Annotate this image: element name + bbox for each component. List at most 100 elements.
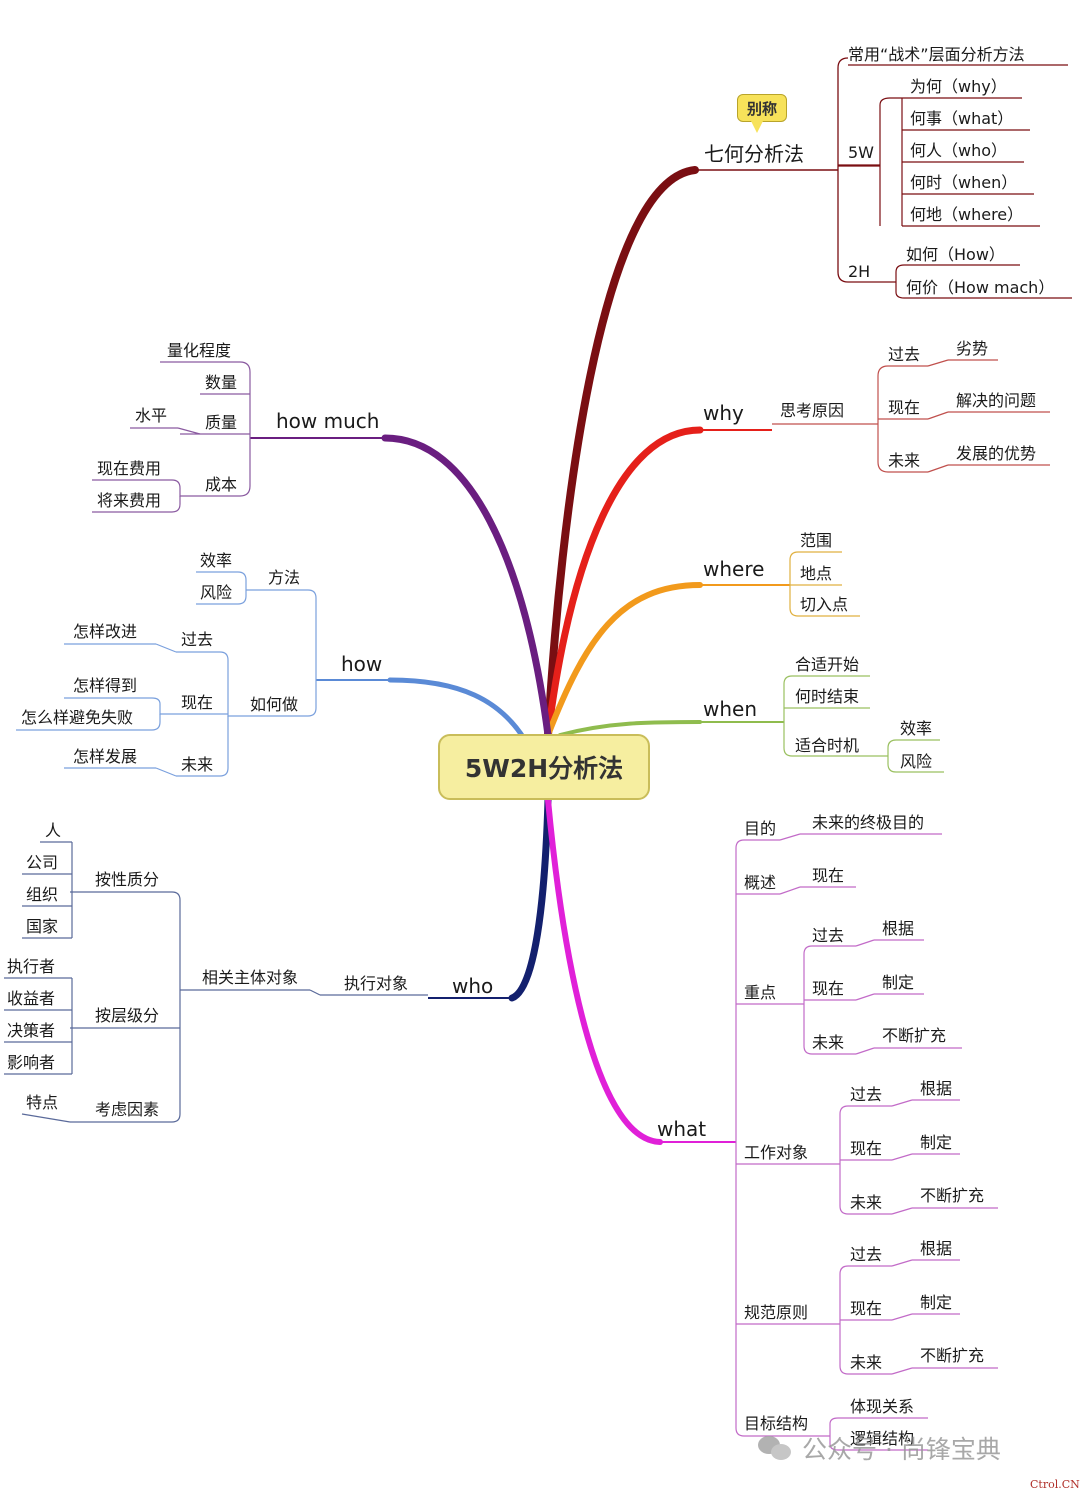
what-work-past: 过去 — [850, 1085, 882, 1104]
branch-why — [544, 426, 704, 739]
who-level-beneficiary: 收益者 — [7, 989, 55, 1008]
what-focus-past: 过去 — [812, 926, 844, 945]
why-group: why 思考原因 过去 现在 未来 劣势 解决的问题 发展的优势 — [700, 339, 1050, 473]
what-norm-past: 过去 — [850, 1245, 882, 1264]
where-group: where 范围 地点 切入点 — [700, 531, 860, 617]
fivew-item-where: 何地（where） — [910, 205, 1023, 224]
branch-where — [545, 582, 703, 738]
twoh-item-how: 如何（How） — [906, 245, 1005, 264]
why-sub: 思考原因 — [780, 401, 844, 420]
what-norm-now: 现在 — [850, 1299, 882, 1318]
what-goal: 目的 — [744, 819, 776, 838]
branch-howmuch — [381, 434, 552, 739]
what-norm: 规范原则 — [744, 1303, 808, 1322]
why-detail-now: 解决的问题 — [956, 391, 1036, 410]
who-nature-country: 国家 — [26, 917, 58, 936]
watermark: 公众号 · 尚锋宝典 — [758, 1430, 1001, 1466]
what-focus: 重点 — [744, 983, 776, 1002]
where-item-place: 地点 — [800, 564, 832, 583]
who-sub: 执行对象 — [344, 974, 408, 993]
why-title: why — [703, 401, 744, 425]
branch-what — [545, 797, 663, 1145]
what-work: 工作对象 — [744, 1143, 808, 1162]
how-method-efficiency: 效率 — [200, 551, 232, 570]
who-subsub: 相关主体对象 — [202, 968, 298, 987]
fivew-item-why: 为何（why） — [910, 77, 1007, 96]
fivew-label: 5W — [848, 143, 874, 162]
why-detail-future: 发展的优势 — [956, 444, 1036, 463]
what-norm-future: 未来 — [850, 1353, 882, 1372]
who-nature-person: 人 — [45, 821, 61, 840]
who-level-decider: 决策者 — [7, 1021, 55, 1040]
what-work-future: 未来 — [850, 1193, 882, 1212]
what-focus-basis: 根据 — [882, 919, 914, 938]
why-time-past: 过去 — [888, 345, 920, 364]
alias-callout: 别称 — [737, 94, 787, 122]
where-title: where — [703, 557, 764, 581]
who-nature: 按性质分 — [95, 870, 159, 889]
howmuch-item-quality: 质量 — [205, 413, 237, 432]
fivew-item-who: 何人（who） — [910, 141, 1007, 160]
where-item-entry: 切入点 — [800, 595, 848, 614]
who-factor: 考虑因素 — [95, 1100, 159, 1119]
who-level-influencer: 影响者 — [7, 1053, 55, 1072]
seven-title: 七何分析法 — [704, 142, 804, 166]
what-focus-expand: 不断扩充 — [882, 1026, 946, 1045]
howmuch-item-quantify: 量化程度 — [167, 341, 231, 360]
when-timing-risk: 风险 — [900, 752, 932, 771]
branch-who — [508, 796, 552, 1002]
watermark-text: 公众号 · 尚锋宝典 — [802, 1435, 1001, 1464]
who-level: 按层级分 — [95, 1006, 159, 1025]
why-time-future: 未来 — [888, 451, 920, 470]
what-focus-now: 现在 — [812, 979, 844, 998]
where-item-range: 范围 — [800, 531, 832, 550]
when-group: when 合适开始 何时结束 适合时机 效率 风险 — [700, 655, 944, 773]
how-time-past: 过去 — [181, 630, 213, 649]
what-work-basis: 根据 — [920, 1079, 952, 1098]
how-past-improve: 怎样改进 — [73, 622, 137, 641]
howmuch-quality-level: 水平 — [135, 406, 167, 425]
who-nature-company: 公司 — [26, 853, 58, 872]
what-work-expand: 不断扩充 — [920, 1186, 984, 1205]
what-group: what 目的 未来的终极目的 概述 现在 重点 工作对象 规范原则 目标结构 … — [657, 813, 998, 1451]
what-focus-make: 制定 — [882, 973, 914, 992]
how-method: 方法 — [268, 568, 300, 587]
howmuch-cost-now: 现在费用 — [97, 459, 161, 478]
what-overview-sub: 现在 — [812, 866, 844, 885]
how-now-obtain: 怎样得到 — [73, 676, 137, 695]
wechat-icon — [758, 1434, 794, 1462]
how-now-avoid: 怎么样避免失败 — [21, 708, 133, 727]
how-title: how — [341, 652, 382, 676]
howmuch-group: how much 量化程度 数量 质量 成本 水平 现在费用 将来费用 — [92, 341, 385, 513]
when-title: when — [703, 697, 757, 721]
what-structure: 目标结构 — [744, 1414, 808, 1433]
alias-callout-tail — [751, 121, 763, 133]
seven-group: 七何分析法 常用“战术”层面分析方法 5W 为何（why） 何事（what） 何… — [695, 45, 1072, 299]
who-factor-feature: 特点 — [26, 1093, 58, 1112]
howmuch-cost-future: 将来费用 — [97, 491, 161, 510]
when-timing-efficiency: 效率 — [900, 719, 932, 738]
source-credit: Ctrol.CN — [1030, 1478, 1080, 1491]
who-nature-org: 组织 — [26, 885, 58, 904]
branch-curves — [381, 166, 704, 1145]
why-detail-past: 劣势 — [956, 339, 988, 358]
how-time-now: 现在 — [181, 693, 213, 712]
what-structure-logic: 逻辑结构 — [850, 1429, 914, 1448]
what-work-now: 现在 — [850, 1139, 882, 1158]
when-item-timing: 适合时机 — [795, 736, 859, 755]
who-group: who 执行对象 相关主体对象 按性质分 按层级分 考虑因素 人 公司 组织 国… — [4, 821, 512, 1123]
how-time-future: 未来 — [181, 755, 213, 774]
branch-seven — [544, 166, 699, 739]
what-focus-future: 未来 — [812, 1033, 844, 1052]
what-work-make: 制定 — [920, 1133, 952, 1152]
when-item-end: 何时结束 — [795, 687, 859, 706]
howmuch-item-quantity: 数量 — [205, 373, 237, 392]
how-group: how 方法 如何做 效率 风险 过去 现在 未来 怎样改进 怎样得到 怎么样避… — [16, 551, 390, 777]
what-norm-basis: 根据 — [920, 1239, 952, 1258]
how-todo: 如何做 — [250, 695, 298, 714]
fivew-item-what: 何事（what） — [910, 109, 1013, 128]
branch-how — [387, 677, 528, 743]
how-future-develop: 怎样发展 — [73, 747, 137, 766]
what-goal-sub: 未来的终极目的 — [812, 813, 924, 832]
